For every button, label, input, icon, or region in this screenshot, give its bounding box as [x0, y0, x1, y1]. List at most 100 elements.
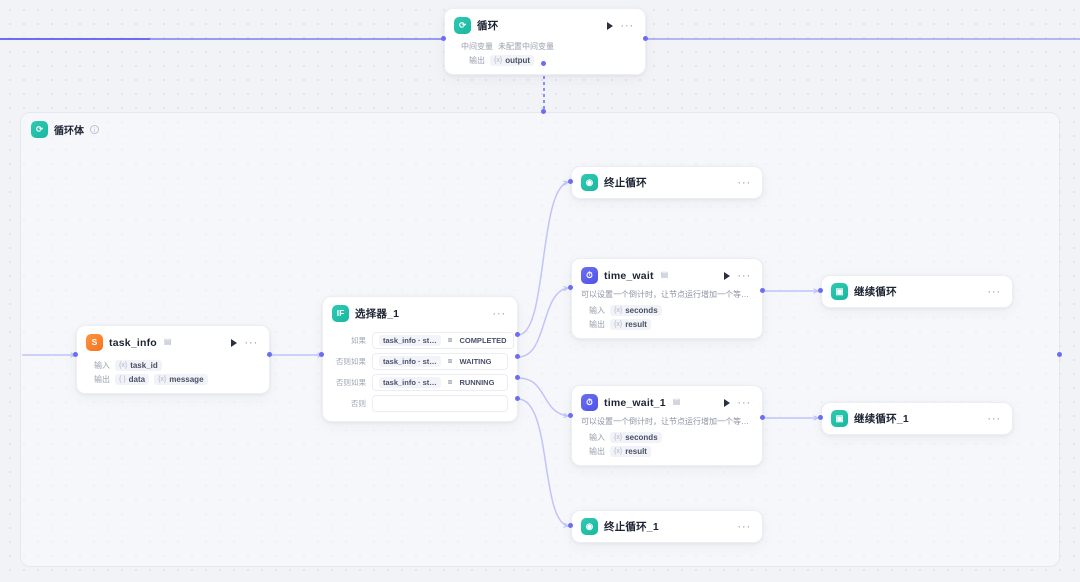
if-icon: IF [332, 305, 349, 322]
condition-row: 否则 [332, 395, 508, 412]
node-selector-branch-port-2[interactable] [515, 354, 520, 359]
node-time-wait-body: 可以设置一个倒计时，让节点运行增加一个等待。可搭配异步… 输入 {x} seco… [572, 290, 762, 338]
chip-type: {x} [614, 320, 623, 328]
input-chip-seconds: {x} seconds [610, 431, 662, 443]
node-continue-loop-1-input-port[interactable] [818, 415, 823, 420]
output-label: 输出 [589, 446, 605, 456]
node-time-wait-1[interactable]: ⏱ time_wait_1 ▤ ··· 可以设置一个倒计时，让节点运行增加一个等… [571, 385, 763, 466]
continue-loop-icon: ▣ [831, 410, 848, 427]
continue-loop-icon: ▣ [831, 283, 848, 300]
node-selector-body: 如果 task_info · st… = COMPLETED 否则如果 task… [323, 332, 517, 421]
break-loop-icon: ◉ [581, 518, 598, 535]
more-icon[interactable]: ··· [244, 335, 258, 349]
condition-variable: task_info · st… [379, 335, 441, 346]
condition-label: 否则 [351, 399, 366, 408]
node-loop-input-port[interactable] [441, 36, 446, 41]
node-selector[interactable]: IF 选择器_1 ··· 如果 task_info · st… = COMPLE… [322, 296, 518, 422]
node-loop-header: ⟳ 循环 ··· [445, 9, 645, 40]
mid-var-label: 中间变量 [461, 42, 493, 51]
loop-icon: ⟳ [454, 17, 471, 34]
copy-icon: ▤ [163, 337, 172, 346]
run-icon[interactable] [724, 271, 731, 280]
node-time-wait[interactable]: ⏱ time_wait ▤ ··· 可以设置一个倒计时，让节点运行增加一个等待。… [571, 258, 763, 339]
copy-icon: ▤ [672, 397, 681, 406]
condition-value: COMPLETED [459, 336, 507, 345]
node-continue-loop-input-port[interactable] [818, 288, 823, 293]
node-time-wait-output-port[interactable] [760, 288, 765, 293]
more-icon[interactable]: ··· [620, 18, 634, 32]
node-break-loop[interactable]: ◉ 终止循环 ··· [571, 166, 763, 199]
chip-name: output [505, 56, 531, 65]
node-continue-loop-title: 继续循环 [854, 286, 897, 298]
node-task-info[interactable]: S task_info ▤ ··· 输入 {x} task_id 输出 { } … [76, 325, 270, 394]
node-selector-branch-port-3[interactable] [515, 375, 520, 380]
condition-box[interactable]: task_info · st… = COMPLETED [372, 332, 514, 349]
run-icon[interactable] [231, 338, 238, 347]
more-icon[interactable]: ··· [987, 411, 1001, 425]
node-break-loop-title: 终止循环 [604, 177, 647, 189]
node-time-wait-header: ⏱ time_wait ▤ ··· [572, 259, 762, 290]
node-loop-body-port-top[interactable] [541, 61, 546, 66]
condition-row: 如果 task_info · st… = COMPLETED [332, 332, 514, 349]
node-loop-body-port-bottom[interactable] [541, 109, 546, 114]
chip-type: {x} [614, 306, 623, 314]
node-time-wait-1-title: time_wait_1 [604, 396, 666, 409]
node-description: 可以设置一个倒计时，让节点运行增加一个等待。可搭配异步… [581, 417, 753, 426]
more-icon[interactable]: ··· [492, 306, 506, 320]
node-selector-branch-port-1[interactable] [515, 332, 520, 337]
condition-label: 否则如果 [336, 378, 366, 387]
more-icon[interactable]: ··· [737, 395, 751, 409]
output-chip-result: {x} result [610, 445, 651, 457]
node-break-loop-input-port[interactable] [568, 179, 573, 184]
node-continue-loop[interactable]: ▣ 继续循环 ··· [821, 275, 1013, 308]
run-icon[interactable] [607, 21, 614, 30]
chip-name: result [625, 319, 647, 329]
plugin-icon: S [86, 334, 103, 351]
more-icon[interactable]: ··· [737, 519, 751, 533]
node-task-info-output-port[interactable] [267, 352, 272, 357]
node-time-wait-1-input-port[interactable] [568, 413, 573, 418]
node-selector-input-port[interactable] [319, 352, 324, 357]
node-loop-output-port[interactable] [643, 36, 648, 41]
loop-body-output-port[interactable] [1057, 352, 1062, 357]
chip-name: task_id [130, 361, 158, 370]
node-task-info-input-port[interactable] [73, 352, 78, 357]
more-icon[interactable]: ··· [737, 175, 751, 189]
condition-row: 否则如果 task_info · st… = RUNNING [332, 374, 508, 391]
condition-variable: task_info · st… [379, 356, 441, 367]
condition-operator: = [447, 336, 453, 345]
node-selector-title: 选择器_1 [355, 308, 400, 320]
run-icon[interactable] [724, 398, 731, 407]
node-selector-header: IF 选择器_1 ··· [323, 297, 517, 328]
condition-value: WAITING [459, 357, 492, 366]
node-selector-branch-port-4[interactable] [515, 396, 520, 401]
node-time-wait-1-body: 可以设置一个倒计时，让节点运行增加一个等待。可搭配异步… 输入 {x} seco… [572, 417, 762, 465]
node-break-loop-1-header: ◉ 终止循环_1 ··· [572, 511, 762, 542]
timer-icon: ⏱ [581, 267, 598, 284]
node-time-wait-title: time_wait [604, 269, 654, 282]
loop-body-header: ⟳ 循环体 i [21, 113, 1059, 138]
chip-type: { } [119, 376, 126, 383]
input-chip-task-id: {x} task_id [115, 360, 162, 371]
info-icon[interactable]: i [90, 125, 99, 134]
condition-operator: = [447, 357, 453, 366]
node-break-loop-1-input-port[interactable] [568, 523, 573, 528]
node-description: 可以设置一个倒计时，让节点运行增加一个等待。可搭配异步… [581, 290, 753, 299]
node-time-wait-input-port[interactable] [568, 285, 573, 290]
node-continue-loop-1[interactable]: ▣ 继续循环_1 ··· [821, 402, 1013, 435]
more-icon[interactable]: ··· [987, 284, 1001, 298]
condition-box[interactable]: task_info · st… = RUNNING [372, 374, 508, 391]
mid-var-value: 未配置中间变量 [498, 42, 554, 51]
chip-name: seconds [625, 432, 658, 442]
node-time-wait-1-header: ⏱ time_wait_1 ▤ ··· [572, 386, 762, 417]
node-time-wait-1-output-port[interactable] [760, 415, 765, 420]
output-chip: {x} output [490, 55, 535, 66]
condition-box-else[interactable] [372, 395, 508, 412]
more-icon[interactable]: ··· [737, 268, 751, 282]
output-chip-data: { } data [115, 374, 150, 385]
condition-box[interactable]: task_info · st… = WAITING [372, 353, 508, 370]
condition-variable: task_info · st… [379, 377, 441, 388]
chip-name: result [625, 446, 647, 456]
node-break-loop-1[interactable]: ◉ 终止循环_1 ··· [571, 510, 763, 543]
